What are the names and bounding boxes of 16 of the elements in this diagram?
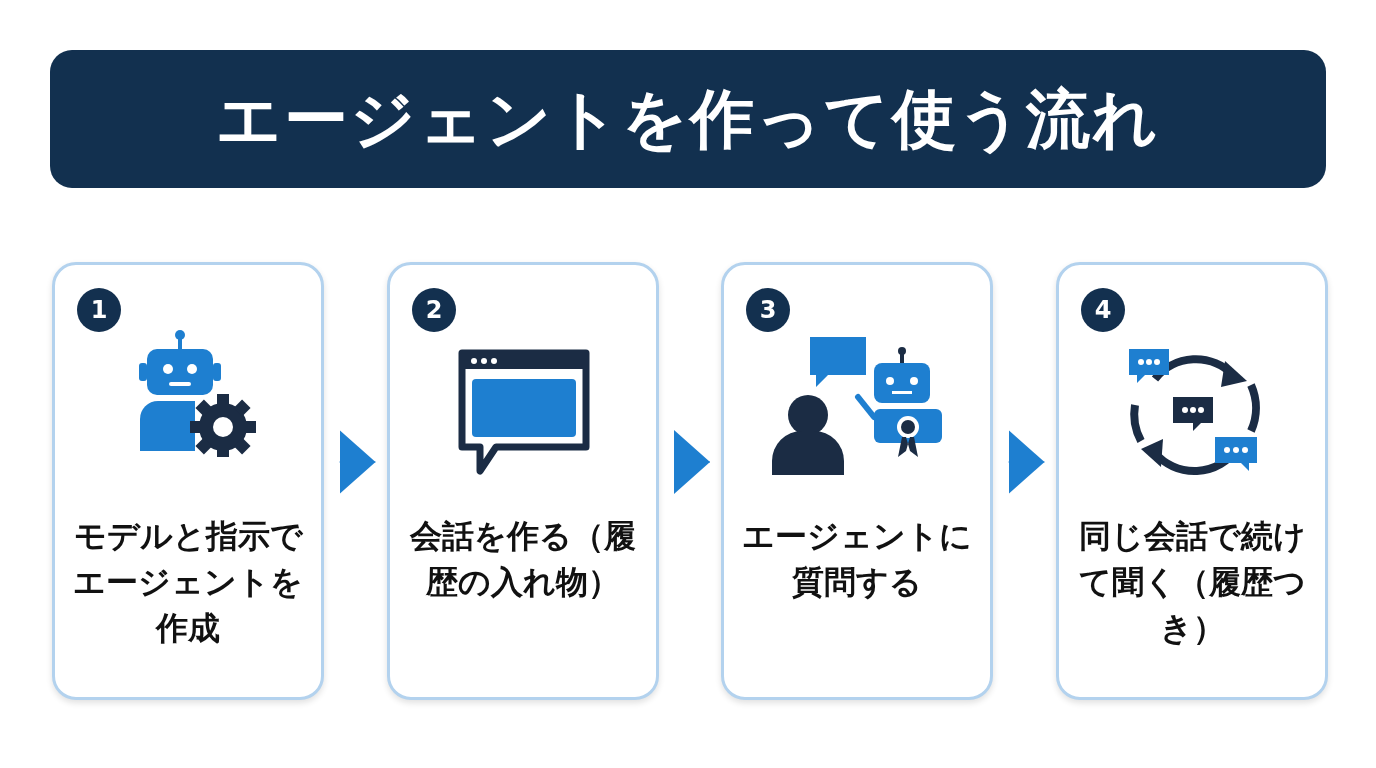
step-text: 同じ会話で続けて聞く（履歴つき） bbox=[1077, 516, 1307, 649]
arrow bbox=[1008, 430, 1045, 494]
step-number-badge: 3 bbox=[746, 288, 790, 332]
title-banner: エージェントを作って使う流れ bbox=[50, 50, 1326, 188]
step-number-badge: 1 bbox=[77, 288, 121, 332]
step-text: 会話を作る（履歴の入れ物） bbox=[409, 516, 637, 603]
arrow bbox=[673, 430, 711, 494]
arrow bbox=[339, 430, 376, 494]
step-card bbox=[1056, 262, 1328, 700]
step-text: モデルと指示でエージェントを作成 bbox=[72, 516, 304, 649]
step-number-badge: 4 bbox=[1081, 288, 1125, 332]
step-text: エージェントに質問する bbox=[741, 516, 973, 603]
step-card bbox=[52, 262, 324, 700]
step-card bbox=[721, 262, 993, 700]
step-number-badge: 2 bbox=[412, 288, 456, 332]
step-card bbox=[387, 262, 659, 700]
